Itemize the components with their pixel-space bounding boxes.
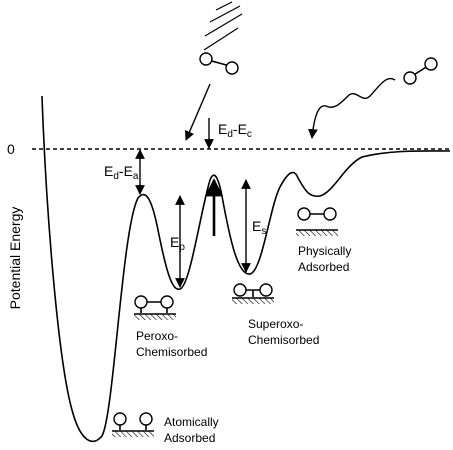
atomic-adsorbate-icon	[112, 412, 154, 437]
physisorbed-molecule-icon	[296, 207, 338, 236]
superoxo-label-line2: Chemisorbed	[248, 333, 319, 347]
physisorbed-label-line2: Adsorbed	[298, 260, 349, 274]
peroxo-molecule-icon	[134, 295, 176, 320]
ep-label: Ep	[170, 234, 185, 253]
peroxo-label-line1: Peroxo-	[136, 329, 178, 343]
zero-tick-label: 0	[7, 141, 15, 157]
peroxo-label-line2: Chemisorbed	[136, 345, 207, 359]
wavy-path-arrow	[308, 77, 396, 139]
y-axis-label: Potential Energy	[7, 207, 23, 310]
atomic-label-line1: Atomically	[164, 415, 219, 429]
superoxo-label-line1: Superoxo-	[248, 317, 303, 331]
physisorbed-label-line1: Physically	[298, 244, 351, 258]
superoxo-molecule-icon	[232, 283, 274, 304]
wavy-molecule-icon	[403, 57, 438, 85]
ed-ea-label: Ed-Ea	[104, 163, 139, 182]
ed-ec-label: Ed-Ec	[218, 121, 252, 140]
incoming-path-arrow	[184, 83, 211, 141]
incoming-molecule-icon	[199, 1, 243, 75]
es-label: Es	[252, 218, 266, 237]
atomic-label-line2: Adsorbed	[164, 431, 215, 445]
